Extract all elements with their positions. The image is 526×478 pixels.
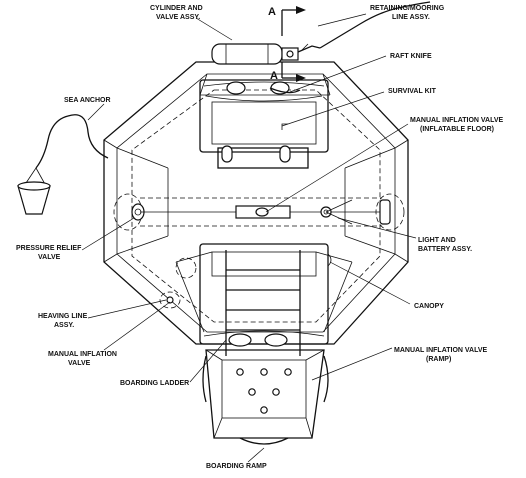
label-pressure-relief-line2: VALVE: [38, 254, 61, 261]
section-marker-a-top: A: [268, 6, 276, 18]
label-light-battery-line2: BATTERY ASSY.: [418, 246, 472, 253]
boarding-ladder: [225, 250, 301, 356]
label-ramp-valve-line2: (RAMP): [426, 356, 451, 363]
label-survival-kit: SURVIVAL KIT: [388, 88, 437, 95]
label-heaving-line-line2: ASSY.: [54, 322, 74, 329]
lower-entrance: [175, 243, 353, 347]
cylinder-assembly: [211, 43, 321, 65]
sea-anchor: [17, 114, 109, 215]
retaining-line: [319, 1, 431, 49]
label-cylinder-line2: VALVE ASSY.: [156, 14, 200, 21]
raft-body: [103, 61, 409, 345]
label-raft-knife: RAFT KNIFE: [390, 53, 432, 60]
section-a-markers: A A: [268, 6, 306, 82]
small-fittings: [159, 123, 332, 309]
label-sea-anchor: SEA ANCHOR: [64, 97, 111, 104]
side-fittings: [113, 193, 405, 231]
upper-entrance: [199, 79, 329, 169]
label-canopy: CANOPY: [414, 303, 444, 310]
label-manual-valve-line2: VALVE: [68, 360, 91, 367]
label-light-battery-line1: LIGHT AND: [418, 237, 456, 244]
label-cylinder-line1: CYLINDER AND: [150, 5, 203, 12]
label-manual-valve-line1: MANUAL INFLATION: [48, 351, 117, 358]
label-ramp-valve-line1: MANUAL INFLATION VALVE: [394, 347, 488, 354]
section-marker-a-bottom: A: [270, 70, 278, 82]
label-floor-valve-line1: MANUAL INFLATION VALVE: [410, 117, 504, 124]
labels: CYLINDER AND VALVE ASSY. RETAINING/MOORI…: [16, 5, 504, 470]
label-pressure-relief-line1: PRESSURE RELIEF: [16, 245, 82, 252]
boarding-ramp: [202, 349, 329, 445]
label-boarding-ladder: BOARDING LADDER: [120, 380, 189, 387]
label-heaving-line-line1: HEAVING LINE: [38, 313, 88, 320]
label-floor-valve-line2: (INFLATABLE FLOOR): [420, 126, 494, 133]
leader-lines: [81, 13, 417, 463]
label-retaining-line1: RETAINING/MOORING: [370, 5, 445, 12]
label-retaining-line2: LINE ASSY.: [392, 14, 430, 21]
label-boarding-ramp: BOARDING RAMP: [206, 463, 267, 470]
